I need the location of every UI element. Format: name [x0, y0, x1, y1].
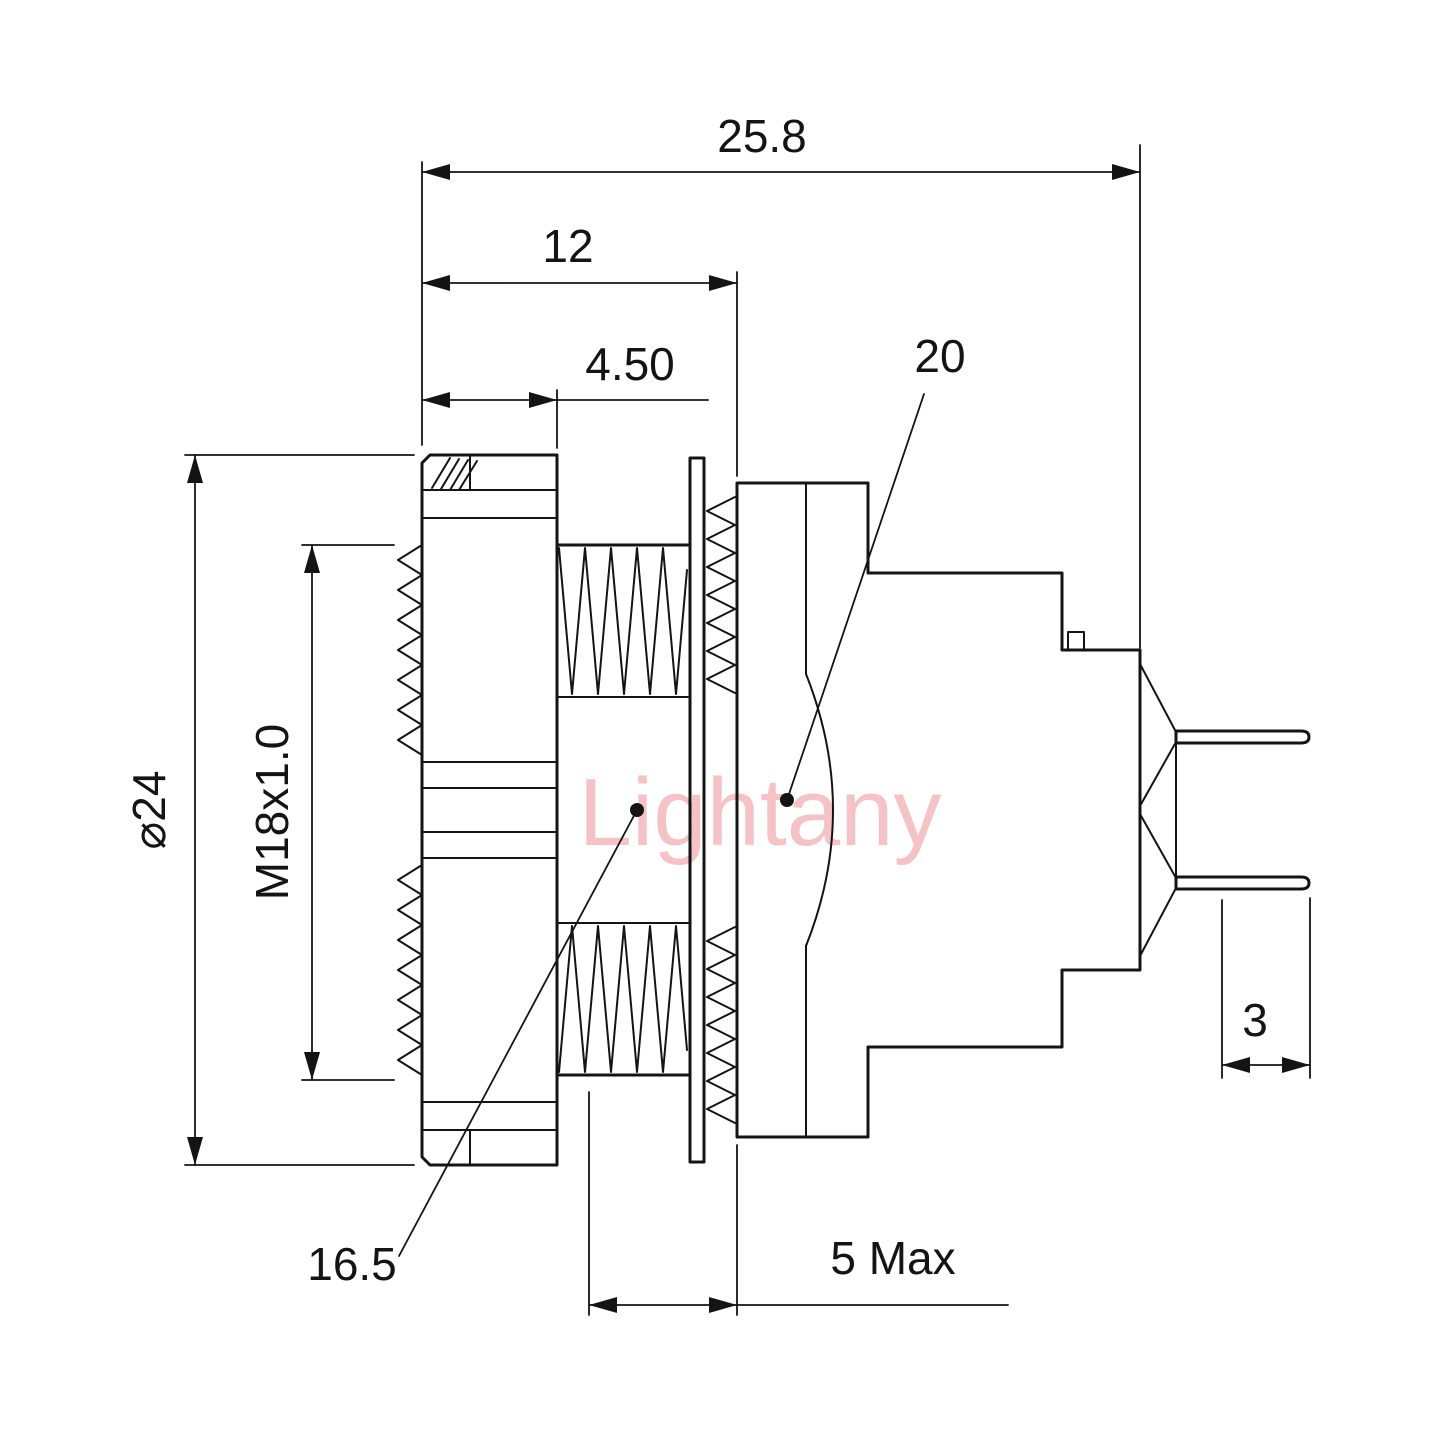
callout-insulator-leader — [786, 393, 925, 801]
body-seal-bump — [1067, 631, 1085, 651]
callout-insulator: 20 — [780, 330, 966, 807]
dim-diameter-extension-lines — [184, 454, 415, 1166]
dim-nut-arrow-right — [529, 392, 557, 408]
dim-overall-extension-lines — [421, 144, 1141, 649]
callout-bore-dot — [630, 803, 644, 817]
dim-thread-arrow-top — [304, 545, 320, 573]
pin-upper — [1174, 729, 1311, 745]
connector-body — [735, 481, 1177, 1139]
dim-diameter-label: ⌀24 — [123, 771, 175, 850]
dim-thread-extension-lines — [301, 544, 395, 1081]
dim-pin-length: 3 — [1221, 897, 1311, 1079]
callout-bore-label: 16.5 — [307, 1238, 397, 1290]
body-outline — [735, 481, 1142, 1139]
dim-diameter-arrow-bottom — [187, 1137, 203, 1165]
rear-cone-edges — [1139, 663, 1177, 957]
knurl-left-bottom — [397, 864, 423, 1076]
dim-thread-spec: M18x1.0 — [246, 544, 395, 1081]
pin-lower — [1174, 875, 1311, 891]
dim-thread-label: M18x1.0 — [246, 724, 298, 900]
washer-serration-top — [706, 496, 736, 694]
knurl-left-top — [397, 544, 423, 756]
callout-insulator-dot — [780, 793, 794, 807]
callout-bore: 16.5 — [307, 803, 644, 1290]
nut-outline — [420, 453, 559, 1167]
nut-step-lines — [421, 454, 558, 1166]
coupling-nut — [397, 453, 559, 1167]
dim-overall-label: 25.8 — [717, 110, 807, 162]
dim-overall-arrow-left — [422, 164, 450, 180]
thread-root-lines — [556, 696, 689, 924]
dim-panel-arrow-right — [709, 1297, 737, 1313]
callout-bore-leader — [398, 809, 638, 1257]
dim-front-arrow-right — [709, 275, 737, 291]
contact-pins — [1174, 729, 1311, 891]
connector-part — [397, 453, 1311, 1167]
dim-nut-label: 4.50 — [585, 338, 675, 390]
thread-profile-bottom — [558, 925, 688, 1073]
dim-panel-label: 5 Max — [830, 1232, 955, 1284]
dim-panel-thickness: 5 Max — [588, 1091, 1009, 1316]
dim-overall-length: 25.8 — [421, 110, 1141, 649]
washer-serration-bottom — [706, 926, 736, 1124]
dim-front-label: 12 — [542, 220, 593, 272]
dim-pin-label: 3 — [1242, 994, 1268, 1046]
dimension-annotations: 25.8 12 4.50 20 — [123, 110, 1311, 1316]
dim-front-length: 12 — [421, 220, 738, 477]
dim-outer-diameter: ⌀24 — [123, 454, 415, 1166]
dim-nut-thickness: 4.50 — [421, 338, 709, 449]
dim-panel-extension-lines — [588, 1091, 738, 1316]
dim-thread-arrow-bottom — [304, 1052, 320, 1080]
nut-knurl-hatch — [431, 457, 478, 491]
thread-crest-lines — [555, 543, 690, 1077]
dim-pin-arrow-left — [1222, 1057, 1250, 1073]
dim-pin-extension-lines — [1221, 897, 1311, 1079]
thread-profile-top — [558, 547, 688, 695]
dim-pin-arrow-right — [1282, 1057, 1310, 1073]
dim-front-arrow-left — [422, 275, 450, 291]
dim-diameter-arrow-top — [187, 455, 203, 483]
panel-plate — [688, 456, 706, 1164]
thread-barrel — [555, 543, 690, 1077]
panel-plate-outline — [688, 456, 706, 1164]
dim-overall-arrow-right — [1112, 164, 1140, 180]
dim-nut-arrow-left — [422, 392, 450, 408]
lock-washer — [706, 496, 736, 1124]
dim-panel-arrow-left — [589, 1297, 617, 1313]
callout-insulator-label: 20 — [914, 330, 965, 382]
